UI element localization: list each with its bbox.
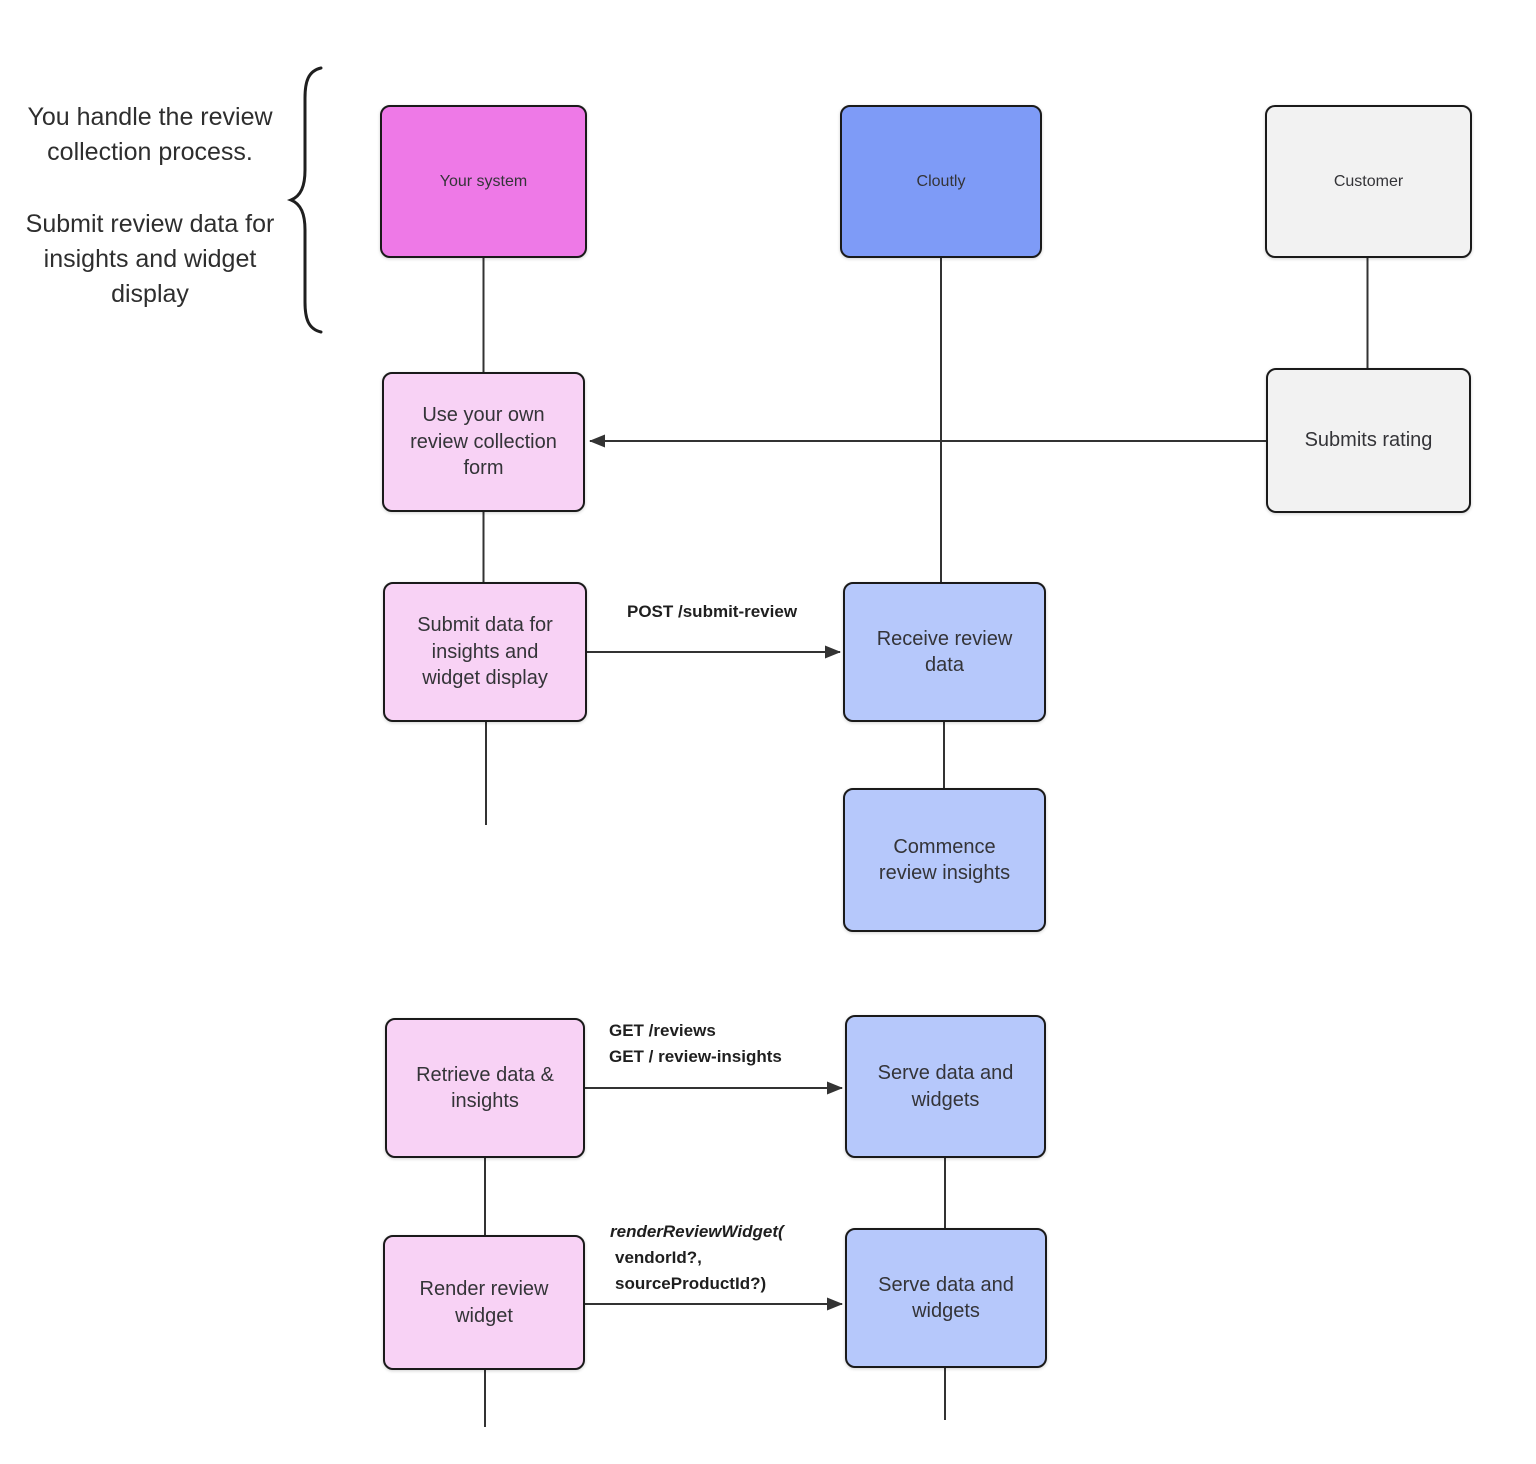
- node-label: Render review widget: [419, 1278, 549, 1327]
- node-label: Submit data for insights and widget disp…: [417, 614, 553, 690]
- annotation-paragraph-2: Submit review data for insights and widg…: [25, 210, 275, 308]
- actor-customer-label: Customer: [1333, 172, 1404, 190]
- actor-cloutly: Cloutly: [840, 105, 1042, 258]
- node-label: Retrieve data & insights: [416, 1063, 554, 1112]
- node-submits-rating: Submits rating: [1266, 368, 1471, 513]
- actor-customer: Customer: [1265, 105, 1472, 258]
- arrow-label-line: sourceProductId?): [615, 1274, 767, 1293]
- actor-your-system-label: Your system: [439, 172, 528, 190]
- curly-brace: [286, 66, 323, 334]
- node-label: Submits rating: [1304, 429, 1433, 452]
- node-label: Receive review data: [876, 627, 1013, 676]
- node-serve-data-widgets-2: Serve data and widgets: [845, 1228, 1047, 1368]
- arrow-label-line: renderReviewWidget(: [610, 1222, 784, 1241]
- node-commence-review-insights: Commence review insights: [843, 788, 1046, 932]
- node-label: Serve data and widgets: [878, 1273, 1014, 1322]
- actor-your-system: Your system: [380, 105, 587, 258]
- arrow-label-line: GET /reviews: [609, 1021, 716, 1040]
- node-submit-data-for-insights: Submit data for insights and widget disp…: [383, 582, 587, 722]
- node-serve-data-widgets-1: Serve data and widgets: [845, 1015, 1046, 1158]
- arrow-label-get-reviews: GET /reviews GET / review-insights: [609, 1018, 782, 1070]
- node-retrieve-data-insights: Retrieve data & insights: [385, 1018, 585, 1158]
- node-label: Serve data and widgets: [877, 1062, 1014, 1111]
- annotation-paragraph-1: You handle the review collection process…: [27, 103, 273, 166]
- actor-cloutly-label: Cloutly: [916, 172, 966, 190]
- arrow-label-render-review-widget: renderReviewWidget( vendorId?, sourcePro…: [610, 1219, 784, 1297]
- arrow-label-line: vendorId?,: [615, 1248, 702, 1267]
- node-label: Commence review insights: [878, 835, 1011, 884]
- node-render-review-widget: Render review widget: [383, 1235, 585, 1370]
- node-label: Use your own review collection form: [410, 404, 557, 480]
- node-receive-review-data: Receive review data: [843, 582, 1046, 722]
- node-use-review-collection-form: Use your own review collection form: [382, 372, 585, 512]
- arrow-label-post-submit-review: POST /submit-review: [627, 602, 798, 621]
- arrow-label-line: GET / review-insights: [609, 1047, 782, 1066]
